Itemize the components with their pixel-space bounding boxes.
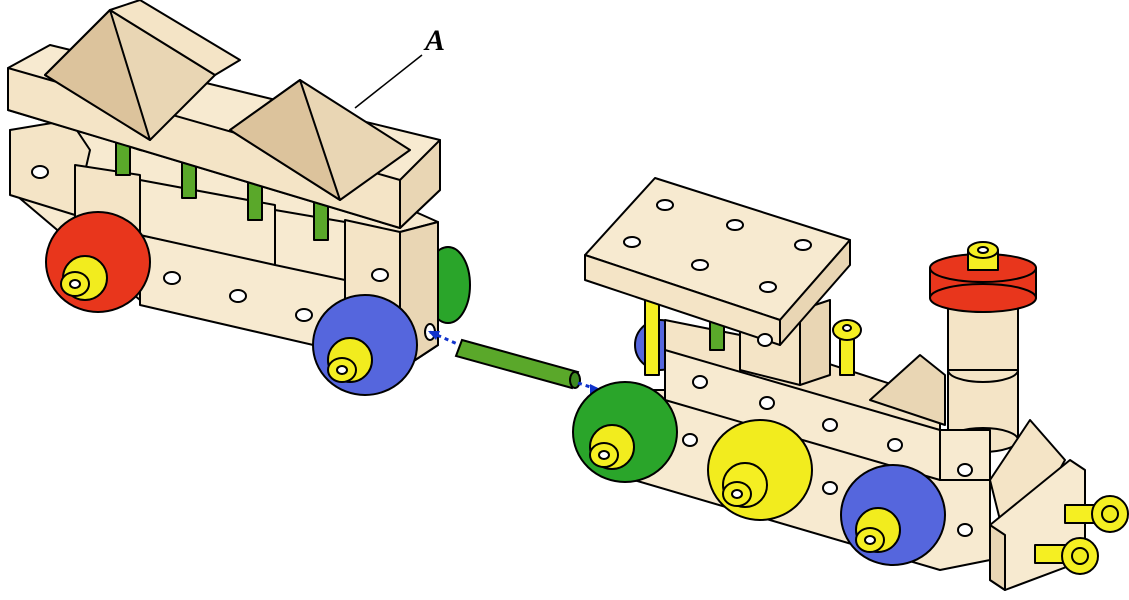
callout-label: A [423, 24, 445, 57]
peg-hole [229, 289, 247, 303]
yellow-post [644, 299, 660, 376]
peg-hole [163, 271, 181, 285]
callout-leader-line [354, 54, 423, 109]
peg-hole [295, 308, 313, 322]
arrow-head [428, 331, 440, 340]
peg-hole [371, 268, 389, 282]
train-locomotive [572, 177, 1129, 591]
front-buffers [1034, 495, 1129, 575]
coupling-pin [454, 338, 580, 390]
coupling-pin-assembly [428, 330, 602, 395]
callout-a: A [354, 24, 445, 109]
peg-hole [31, 165, 49, 179]
train-carriage [7, 0, 471, 396]
